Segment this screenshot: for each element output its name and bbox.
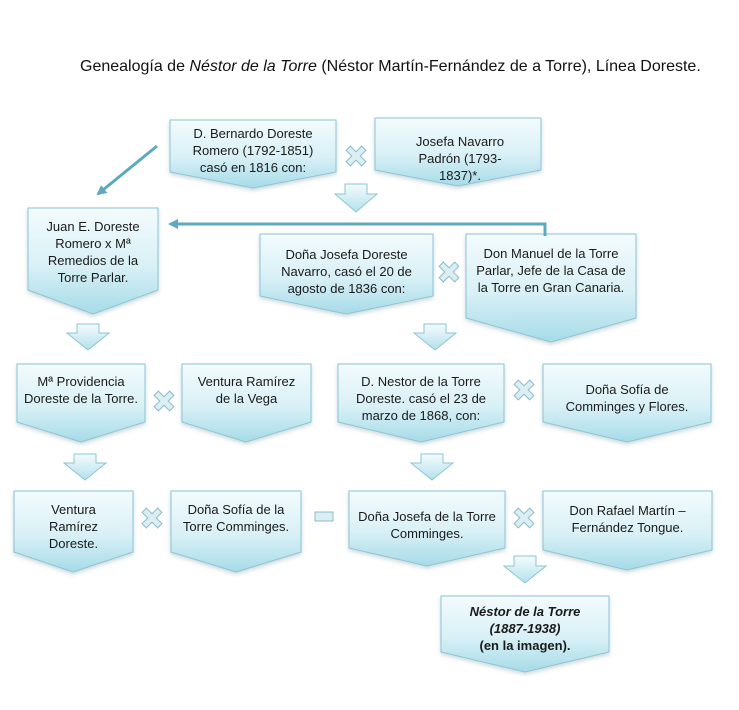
cross-icon xyxy=(438,261,460,283)
box-shape-providencia xyxy=(16,363,146,443)
cross-icon xyxy=(345,145,367,167)
box-shape-ventura2 xyxy=(13,490,134,573)
down-arrow-5 xyxy=(409,453,455,481)
connector-arrow-bernardo-juan xyxy=(96,144,158,196)
box-shape-josefa-doreste xyxy=(259,233,434,315)
down-arrow-1 xyxy=(333,183,379,213)
down-arrow-3 xyxy=(412,323,458,351)
box-shape-josefa-torre xyxy=(348,490,506,567)
connector-arrow-manuel-juan xyxy=(168,219,547,236)
box-shape-nestor-final xyxy=(440,595,610,673)
box-bernardo-text: D. Bernardo Doreste Romero (1792-1851) c… xyxy=(192,126,314,175)
nestor-final-dates: (1887-1938) xyxy=(489,621,561,636)
nestor-final-note: (en la imagen). xyxy=(479,638,571,653)
box-nestor-sr-text: D. Nestor de la Torre Doreste. casó el 2… xyxy=(355,374,487,423)
box-sofia-torre-text: Doña Sofía de la Torre Comminges. xyxy=(182,502,290,534)
down-arrow-6 xyxy=(502,555,548,584)
box-manuel-text: Don Manuel de la Torre Parlar, Jefe de l… xyxy=(476,246,626,295)
box-shape-sofia-torre xyxy=(170,490,302,573)
box-josefa-torre: Doña Josefa de la Torre Comminges. xyxy=(358,502,496,542)
page-title: Genealogía de Néstor de la Torre (Néstor… xyxy=(80,56,720,77)
title-suffix: (Néstor Martín-Fernández de a Torre), Lí… xyxy=(316,58,701,75)
box-shape-nestor-sr xyxy=(337,363,505,443)
box-ventura2-text: Ventura Ramírez Doreste. xyxy=(48,502,99,551)
box-shape-sofia-comminges xyxy=(542,363,712,443)
box-shape-manuel xyxy=(465,233,637,343)
nestor-final-name: Néstor de la Torre xyxy=(469,604,581,619)
box-shape-josefa-navarro xyxy=(374,117,542,187)
box-providencia: Mª Providencia Doreste de la Torre. xyxy=(24,367,138,407)
box-josefa-doreste: Doña Josefa Doreste Navarro, casó el 20 … xyxy=(266,240,427,297)
box-rafael-text: Don Rafael Martín – Fernández Tongue. xyxy=(569,503,686,535)
cross-icon xyxy=(513,379,535,401)
cross-icon xyxy=(153,390,175,412)
title-name: Néstor de la Torre xyxy=(189,58,317,75)
down-arrow-2 xyxy=(65,323,111,351)
box-sofia-comminges-text: Doña Sofía de Comminges y Flores. xyxy=(565,382,689,414)
down-arrow-4 xyxy=(62,453,108,481)
cross-icon xyxy=(141,507,163,529)
cross-icon xyxy=(513,507,535,529)
box-shape-ventura1 xyxy=(181,363,312,443)
box-shape-rafael xyxy=(542,490,713,571)
box-josefa-doreste-text: Doña Josefa Doreste Navarro, casó el 20 … xyxy=(281,247,412,296)
box-josefa-torre-text: Doña Josefa de la Torre Comminges. xyxy=(358,509,496,541)
box-nestor-sr: D. Nestor de la Torre Doreste. casó el 2… xyxy=(345,367,497,424)
box-shape-bernardo xyxy=(169,119,337,189)
box-sofia-torre: Doña Sofía de la Torre Comminges. xyxy=(178,495,294,535)
box-josefa-navarro-text: Josefa Navarro Padrón (1793-1837)*. xyxy=(415,134,505,183)
box-josefa-navarro: Josefa Navarro Padrón (1793-1837)*. xyxy=(400,127,520,184)
box-rafael: Don Rafael Martín – Fernández Tongue. xyxy=(554,496,701,536)
box-ventura1: Ventura Ramírez de la Vega xyxy=(190,367,303,407)
title-prefix: Genealogía de xyxy=(80,58,190,75)
box-manuel: Don Manuel de la Torre Parlar, Jefe de l… xyxy=(474,239,628,296)
box-providencia-text: Mª Providencia Doreste de la Torre. xyxy=(24,374,138,406)
box-ventura2: Ventura Ramírez Doreste. xyxy=(26,495,121,552)
box-sofia-comminges: Doña Sofía de Comminges y Flores. xyxy=(552,375,702,415)
box-juan: Juan E. Doreste Romero x Mª Remedios de … xyxy=(34,212,152,286)
box-shape-juan xyxy=(27,207,159,315)
box-nestor-final: Néstor de la Torre (1887-1938) (en la im… xyxy=(448,597,602,654)
box-ventura1-text: Ventura Ramírez de la Vega xyxy=(197,374,296,406)
box-juan-text: Juan E. Doreste Romero x Mª Remedios de … xyxy=(46,219,140,285)
box-bernardo: D. Bernardo Doreste Romero (1792-1851) c… xyxy=(178,119,328,176)
minus-icon xyxy=(314,511,334,522)
